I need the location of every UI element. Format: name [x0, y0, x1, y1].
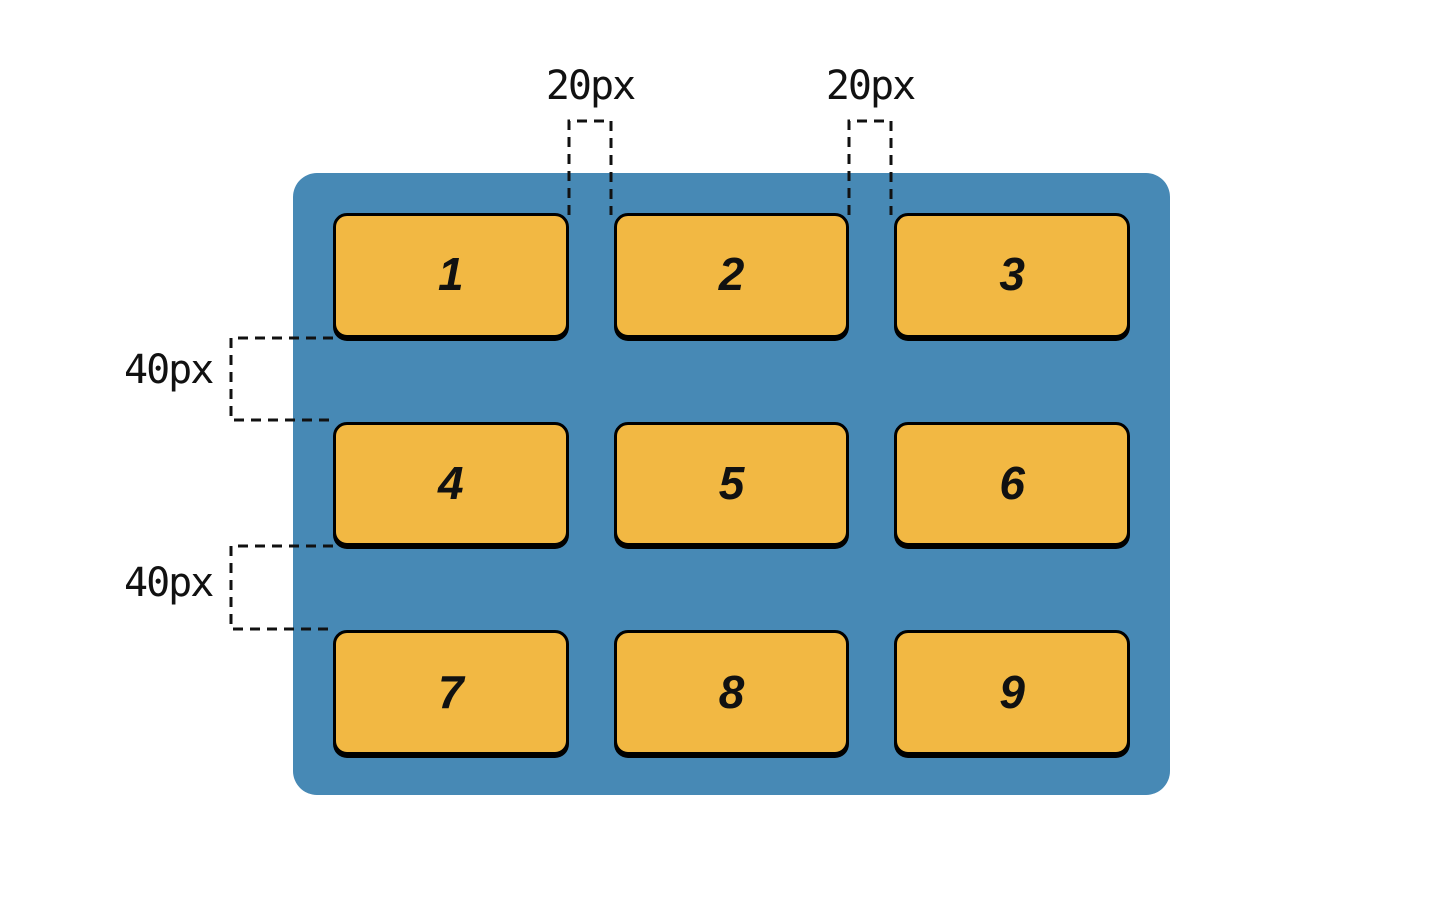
grid-item-number: 7: [438, 665, 464, 718]
grid-item-1: 1: [333, 213, 569, 338]
grid-item-number: 4: [438, 456, 464, 509]
grid-item-number: 5: [718, 456, 745, 509]
grid-item-3: 3: [894, 213, 1130, 338]
row-gap-label-1: 40px: [124, 347, 214, 393]
grid-item-number: 8: [718, 665, 745, 718]
column-gap-label-1: 20px: [545, 63, 636, 109]
grid-container: 1 2 3 4 5 6 7 8 9: [293, 173, 1170, 795]
grid-item-4: 4: [333, 421, 569, 547]
grid-item-number: 1: [438, 248, 464, 301]
grid-item-2: 2: [613, 213, 850, 338]
grid-item-7: 7: [333, 630, 569, 755]
grid-item-9: 9: [894, 630, 1130, 755]
row-gap-label-2: 40px: [124, 560, 214, 606]
grid-item-5: 5: [613, 421, 850, 547]
grid-item-number: 3: [999, 248, 1025, 301]
column-gap-label-2: 20px: [825, 63, 916, 109]
grid-item-number: 6: [999, 456, 1025, 509]
grid-item-number: 9: [999, 665, 1025, 718]
grid-item-number: 2: [718, 248, 745, 301]
grid-item-8: 8: [613, 630, 850, 755]
grid-item-6: 6: [894, 421, 1130, 547]
